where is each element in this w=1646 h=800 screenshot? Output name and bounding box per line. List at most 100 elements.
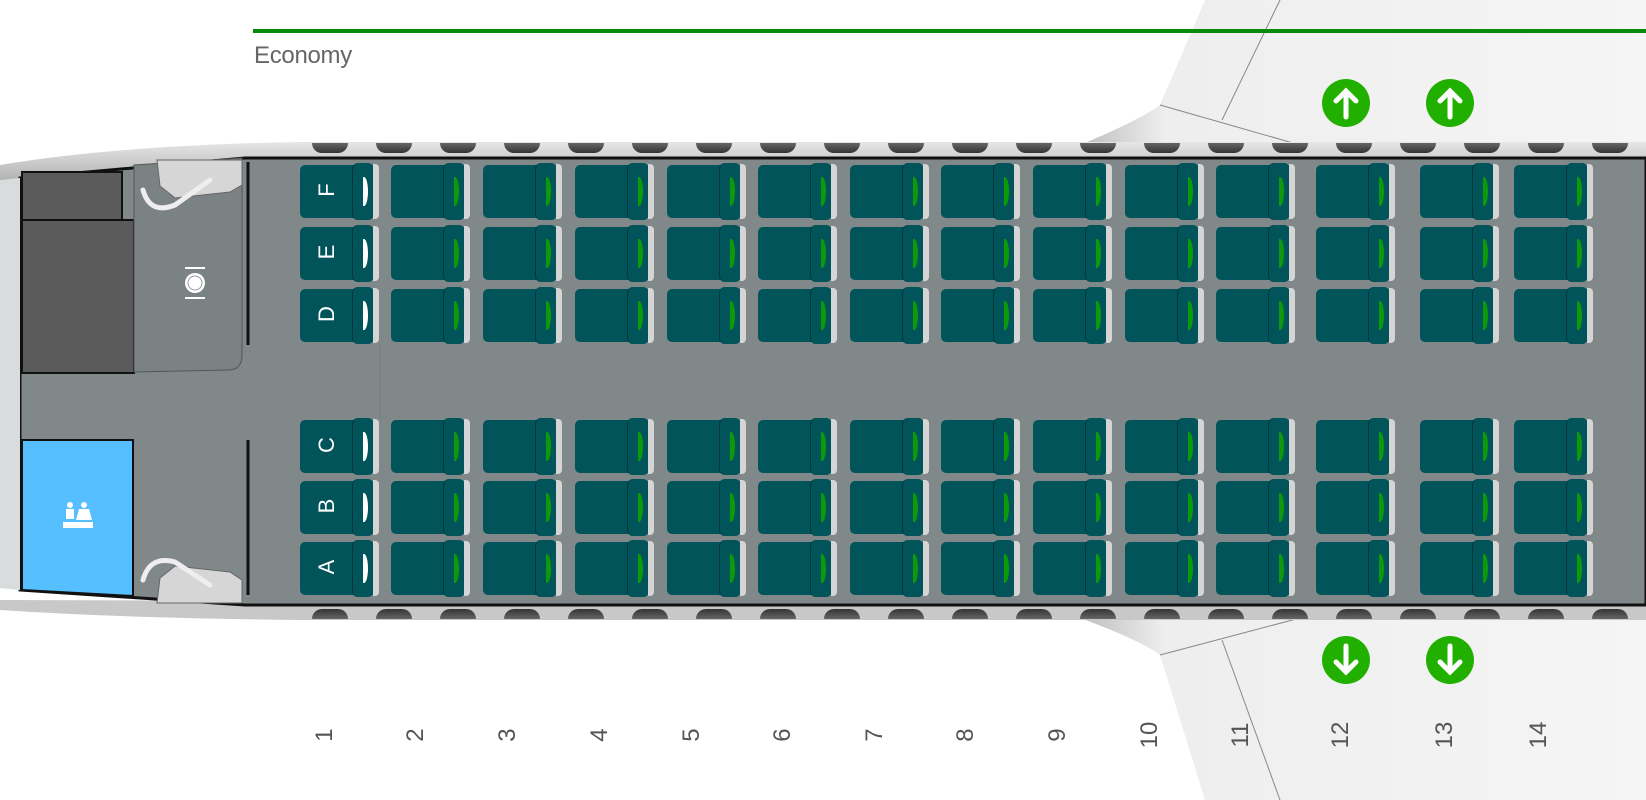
seat-5F[interactable] (667, 163, 746, 220)
seat-1B[interactable]: B (300, 479, 379, 536)
seat-headrest-icon (727, 177, 735, 206)
seat-7B[interactable] (850, 479, 929, 536)
seat-6D[interactable] (758, 287, 837, 344)
seat-13B[interactable] (1420, 479, 1499, 536)
seat-12D[interactable] (1316, 287, 1395, 344)
seat-armrest (464, 288, 470, 343)
window (1336, 609, 1372, 619)
seat-headrest-icon (727, 493, 735, 522)
seat-9C[interactable] (1033, 418, 1112, 475)
seat-7A[interactable] (850, 540, 929, 597)
seat-10F[interactable] (1125, 163, 1204, 220)
seat-7D[interactable] (850, 287, 929, 344)
seat-8B[interactable] (941, 479, 1020, 536)
seat-11F[interactable] (1216, 163, 1295, 220)
seat-5D[interactable] (667, 287, 746, 344)
seat-headrest-icon (451, 177, 459, 206)
seat-10C[interactable] (1125, 418, 1204, 475)
seat-13A[interactable] (1420, 540, 1499, 597)
seat-8A[interactable] (941, 540, 1020, 597)
seat-3A[interactable] (483, 540, 562, 597)
seat-2A[interactable] (391, 540, 470, 597)
seat-6F[interactable] (758, 163, 837, 220)
seat-7E[interactable] (850, 225, 929, 282)
seat-6B[interactable] (758, 479, 837, 536)
seat-headrest-icon (1185, 177, 1193, 206)
seat-9E[interactable] (1033, 225, 1112, 282)
seat-5B[interactable] (667, 479, 746, 536)
seat-6E[interactable] (758, 225, 837, 282)
window (1592, 143, 1628, 153)
seat-14E[interactable] (1514, 225, 1593, 282)
seat-letter-label: E (314, 244, 339, 260)
seat-armrest (1587, 541, 1593, 596)
seat-2D[interactable] (391, 287, 470, 344)
seat-8E[interactable] (941, 225, 1020, 282)
seat-11E[interactable] (1216, 225, 1295, 282)
seat-headrest-icon (543, 239, 551, 268)
seat-11C[interactable] (1216, 418, 1295, 475)
seat-13D[interactable] (1420, 287, 1499, 344)
seat-7F[interactable] (850, 163, 929, 220)
seat-1A[interactable]: A (300, 540, 379, 597)
seat-10B[interactable] (1125, 479, 1204, 536)
seat-3E[interactable] (483, 225, 562, 282)
seat-2C[interactable] (391, 418, 470, 475)
seat-1C[interactable]: C (300, 418, 379, 475)
seat-3D[interactable] (483, 287, 562, 344)
seat-14B[interactable] (1514, 479, 1593, 536)
seat-4A[interactable] (575, 540, 654, 597)
seat-12C[interactable] (1316, 418, 1395, 475)
seat-10A[interactable] (1125, 540, 1204, 597)
seat-1D[interactable]: D (300, 287, 379, 344)
seat-5A[interactable] (667, 540, 746, 597)
seat-4B[interactable] (575, 479, 654, 536)
seat-6A[interactable] (758, 540, 837, 597)
seat-9F[interactable] (1033, 163, 1112, 220)
seat-8C[interactable] (941, 418, 1020, 475)
seat-2E[interactable] (391, 225, 470, 282)
seat-8D[interactable] (941, 287, 1020, 344)
seat-12A[interactable] (1316, 540, 1395, 597)
seat-12F[interactable] (1316, 163, 1395, 220)
seat-11B[interactable] (1216, 479, 1295, 536)
seat-12B[interactable] (1316, 479, 1395, 536)
seat-1E[interactable]: E (300, 225, 379, 282)
row-number-label: 9 (1044, 728, 1071, 742)
seat-5E[interactable] (667, 225, 746, 282)
seat-8F[interactable] (941, 163, 1020, 220)
seat-10D[interactable] (1125, 287, 1204, 344)
seat-4E[interactable] (575, 225, 654, 282)
seat-6C[interactable] (758, 418, 837, 475)
seat-12E[interactable] (1316, 225, 1395, 282)
seat-7C[interactable] (850, 418, 929, 475)
seat-9A[interactable] (1033, 540, 1112, 597)
seat-headrest-icon (543, 493, 551, 522)
seat-4D[interactable] (575, 287, 654, 344)
seat-13C[interactable] (1420, 418, 1499, 475)
seat-3B[interactable] (483, 479, 562, 536)
seat-headrest-icon (360, 554, 368, 583)
seat-14D[interactable] (1514, 287, 1593, 344)
seat-armrest (1389, 288, 1395, 343)
seat-10E[interactable] (1125, 225, 1204, 282)
seat-armrest (556, 480, 562, 535)
seat-4C[interactable] (575, 418, 654, 475)
seat-9B[interactable] (1033, 479, 1112, 536)
seat-headrest-icon (1376, 239, 1384, 268)
seat-14F[interactable] (1514, 163, 1593, 220)
seat-3C[interactable] (483, 418, 562, 475)
seat-9D[interactable] (1033, 287, 1112, 344)
seat-13F[interactable] (1420, 163, 1499, 220)
seat-11A[interactable] (1216, 540, 1295, 597)
seat-14A[interactable] (1514, 540, 1593, 597)
seat-1F[interactable]: F (300, 163, 379, 220)
seat-2F[interactable] (391, 163, 470, 220)
seat-2B[interactable] (391, 479, 470, 536)
seat-5C[interactable] (667, 418, 746, 475)
seat-3F[interactable] (483, 163, 562, 220)
seat-13E[interactable] (1420, 225, 1499, 282)
seat-4F[interactable] (575, 163, 654, 220)
seat-11D[interactable] (1216, 287, 1295, 344)
seat-14C[interactable] (1514, 418, 1593, 475)
